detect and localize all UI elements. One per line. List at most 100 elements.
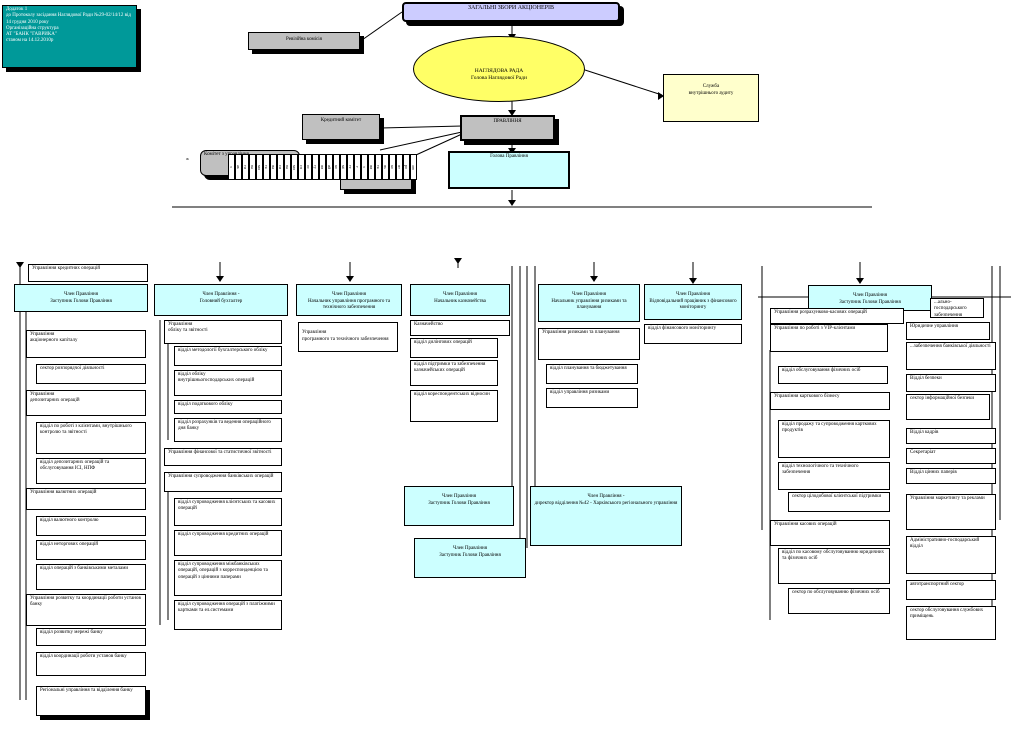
- item-label: Управління акціонерного капіталу: [30, 332, 78, 344]
- col1-item: відділ розвитку мережі банку: [36, 628, 146, 646]
- col2-item: відділ супроводження операцій з платіжни…: [174, 600, 282, 630]
- item-label: відділ дилінгових операцій: [414, 340, 472, 345]
- col1-item: Регіональні управління та відділення бан…: [36, 686, 146, 716]
- item-label: відділ супроводження операцій з платіжни…: [178, 602, 275, 614]
- col8-item: Відділ кадрів: [906, 428, 996, 444]
- item-label: Відділ кадрів: [910, 430, 939, 435]
- rotated-strip: лю: [410, 154, 417, 180]
- item-label: Управління супроводження банківських опе…: [168, 474, 274, 479]
- rotated-strip: сп: [298, 154, 305, 180]
- item-label: відділ по касовому обслуговуванню юридич…: [782, 550, 885, 562]
- item-label: відділ планування та бюджетування: [550, 366, 627, 371]
- item-label: ...ально-господарського забезпечення: [934, 300, 967, 318]
- col7-item: Управління розрахунково-касових операцій: [770, 308, 904, 324]
- col8-item: Управління маркетингу та реклами: [906, 494, 996, 530]
- col3-item: Управління програмного та технічного заб…: [298, 322, 398, 352]
- col4-item: відділ дилінгових операцій: [410, 338, 498, 358]
- item-label: відділ розрахунків та ведення операційно…: [178, 420, 271, 432]
- col4-deputy-2: Член Правління Заступник Голови Правлінн…: [414, 538, 526, 578]
- col4-item: відділ підтримки та забезпечення казначе…: [410, 360, 498, 386]
- item-label: Управління маркетингу та реклами: [910, 496, 985, 501]
- rotated-strip: ко: [389, 154, 396, 180]
- item-label: Управління валютних операцій: [30, 490, 97, 495]
- committee-label: Комітет з управління: [204, 152, 249, 157]
- board-box: ПРАВЛІННЯ: [460, 115, 555, 141]
- rotated-strip: па: [270, 154, 277, 180]
- col5-kharkiv: Член Правління - директор відділення №42…: [530, 486, 682, 546]
- general-meeting-box: ЗАГАЛЬНІ ЗБОРИ АКЦІОНЕРІВ: [402, 2, 620, 22]
- document-note: Додаток 1 до Протоколу засідання Наглядо…: [2, 5, 137, 68]
- col3-item-label: Управління програмного та технічного заб…: [302, 330, 389, 342]
- col1-item: відділ координації роботи установ банку: [36, 652, 146, 676]
- col6-head-label: Член Правління Відповідальний працівник …: [649, 292, 737, 310]
- item-label: Управління фінансової та статистичної зв…: [168, 450, 272, 455]
- col7-head-label: Член Правління Заступник Голови Правлінн…: [839, 293, 901, 305]
- col2-item: відділ супроводження міжбанківських опер…: [174, 560, 282, 596]
- rotated-strip: ро: [403, 154, 410, 180]
- col8-item: Секретаріат: [906, 448, 996, 464]
- col1-item: відділ неторгових операцій: [36, 540, 146, 560]
- col7-item: відділ по касовому обслуговуванню юридич…: [778, 548, 890, 584]
- col1-item: сектор розпорядчої діяльності: [36, 364, 146, 384]
- general-meeting-label: ЗАГАЛЬНІ ЗБОРИ АКЦІОНЕРІВ: [467, 5, 555, 11]
- col1-item: Управління валютних операцій: [26, 488, 146, 510]
- col2-item: відділ обліку внутрішньогосподарських оп…: [174, 370, 282, 396]
- rotated-strip: ти: [242, 154, 249, 180]
- col5-head: Член Правління Начальник управління ризи…: [538, 284, 640, 322]
- item-label: сектор цілодобової клієнтської підтримки: [792, 494, 882, 499]
- col5-item: Управління ризиками та планування: [538, 328, 640, 360]
- rotated-strip: ва: [284, 154, 291, 180]
- item-label: відділ супроводження міжбанківських опер…: [178, 562, 268, 580]
- item-label: відділ підтримки та забезпечення казначе…: [414, 362, 486, 374]
- col1-item: Управління депозитарних операцій: [26, 390, 146, 416]
- col5-item: відділ управління ризиками: [546, 388, 638, 408]
- col2-head-label: Член Правління - Головний бухгалтер: [199, 292, 243, 304]
- col1-item: відділ валютного контролю: [36, 516, 146, 536]
- rotated-strip: ва: [249, 154, 256, 180]
- rotated-strip: те: [347, 154, 354, 180]
- item-label: відділ розвитку мережі банку: [40, 630, 103, 635]
- item-label: сектор розпорядчої діяльності: [40, 366, 105, 371]
- item-label: Управління розвитку та координації робот…: [30, 596, 141, 608]
- credit-operations-label: Управління кредитних операцій: [32, 266, 101, 271]
- item-label: Казначейство: [414, 322, 443, 327]
- col4-item: відділ кореспондентських відносин: [410, 390, 498, 422]
- item-label: відділ обліку внутрішньогосподарських оп…: [178, 372, 255, 384]
- item-label: відділ супроводження кредитних операцій: [178, 532, 269, 537]
- item-label: Управління по роботі з VIP-клієнтами: [774, 326, 856, 331]
- item-label: Секретаріат: [910, 450, 936, 455]
- col8-item: сектор обслуговування службових приміщен…: [906, 606, 996, 640]
- item-label: автотранспортний сектор: [910, 582, 964, 587]
- item-label: відділ податкового обліку: [178, 402, 233, 407]
- col1-item: Управління акціонерного капіталу: [26, 330, 146, 358]
- item-label: відділ операцій з банківськими металами: [40, 566, 129, 571]
- item-label: Управління карткового бізнесу: [774, 394, 840, 399]
- rotated-strip: та: [263, 154, 270, 180]
- col7-item: відділ продажу та супроводження карткови…: [778, 420, 890, 458]
- col5-item: відділ планування та бюджетування: [546, 364, 638, 384]
- item-label: Управління депозитарних операцій: [30, 392, 80, 404]
- tiny-mark: ж: [186, 156, 189, 161]
- board-label: ПРАВЛІННЯ: [493, 119, 522, 124]
- chairman-box: Голова Правління: [448, 151, 570, 189]
- col2-item: відділ супроводження кредитних операцій: [174, 530, 282, 556]
- rotated-strip: т: [354, 154, 361, 180]
- col1-item: відділ по роботі з клієнтами, внутрішньо…: [36, 422, 146, 454]
- item-label: Управління обліку та звітності: [168, 322, 208, 334]
- item-label: відділ методології бухгалтерського облік…: [178, 348, 268, 353]
- col8-item: автотранспортний сектор: [906, 580, 996, 600]
- col1-item: відділ депозитарних операцій та обслугов…: [36, 458, 146, 484]
- internal-audit-box: Служба внутрішнього аудиту: [663, 74, 759, 122]
- item-label: сектор обслуговування службових приміщен…: [910, 608, 984, 620]
- col8-item: Відділ цінних паперів: [906, 468, 996, 484]
- col1-item: відділ операцій з банківськими металами: [36, 564, 146, 590]
- col2-item: Управління фінансової та статистичної зв…: [164, 448, 282, 466]
- audit-commission-box: Ревізійна комісія: [248, 32, 360, 50]
- item-label: відділ технологічного та технічного забе…: [782, 464, 859, 476]
- col7-item: відділ технологічного та технічного забе…: [778, 462, 890, 490]
- col2-item: Управління обліку та звітності: [164, 320, 282, 344]
- col4-deputy-1-label: Член Правління Заступник Голови Правлінн…: [428, 494, 490, 506]
- supervisory-board-ellipse: НАГЛЯДОВА РАДА Голова Наглядової Ради: [413, 36, 585, 102]
- col3-head-label: Член Правління Начальник управління прог…: [307, 292, 391, 310]
- item-label: сектор інформаційної безпеки: [910, 396, 975, 401]
